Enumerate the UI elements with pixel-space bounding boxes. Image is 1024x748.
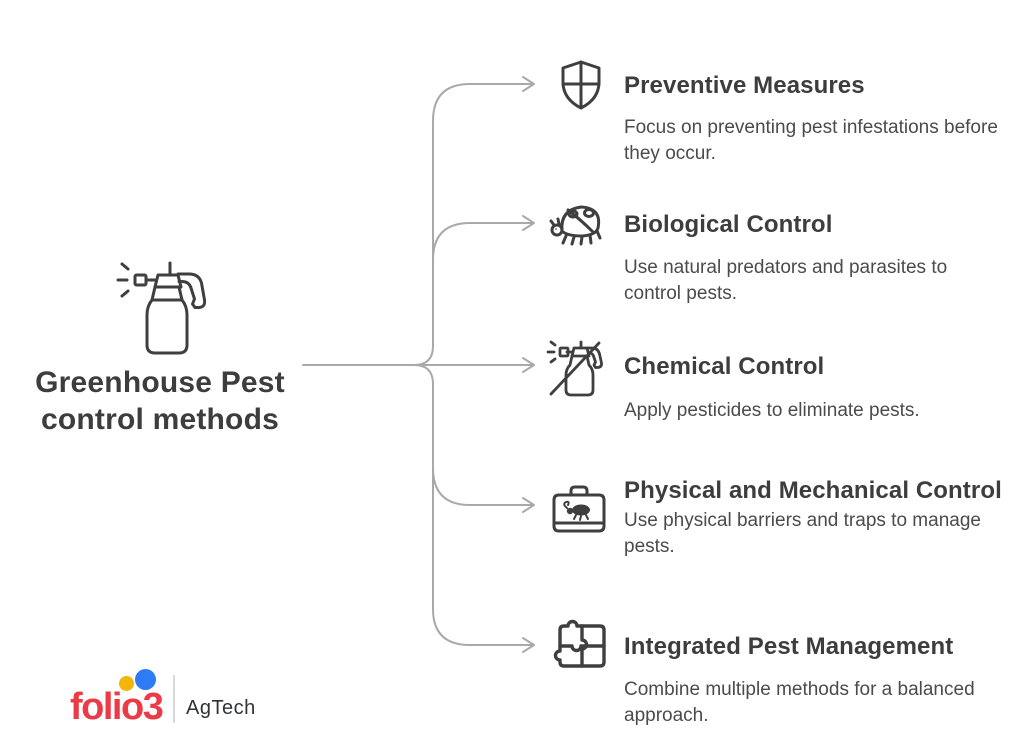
branch-heading: Integrated Pest Management xyxy=(624,633,954,660)
logo-suffix-text: AgTech xyxy=(186,697,256,719)
beetle-icon xyxy=(548,200,610,250)
branch-description: Use natural predators and parasites to c… xyxy=(624,257,948,304)
branch-integrated-pest-management: Integrated Pest Management Combine multi… xyxy=(550,619,1024,729)
arrowhead-chemical xyxy=(522,357,535,373)
branch-preventive-measures: Preventive Measures Focus on preventing … xyxy=(550,60,1024,167)
logo-brand-text: folio3 xyxy=(70,686,164,728)
logo-divider xyxy=(173,675,175,723)
arrowhead-biological xyxy=(522,215,535,231)
connector-branch-physical xyxy=(432,467,534,506)
branch-heading: Chemical Control xyxy=(624,353,825,380)
branch-heading: Physical and Mechanical Control xyxy=(624,477,1002,504)
arrowhead-preventive xyxy=(522,76,535,92)
branch-heading: Biological Control xyxy=(624,211,833,238)
branch-description: Combine multiple methods for a balanced … xyxy=(624,679,975,726)
branch-description: Use physical barriers and traps to manag… xyxy=(624,510,981,557)
branch-heading: Preventive Measures xyxy=(624,72,865,99)
connector-branch-biological xyxy=(432,222,534,261)
puzzle-icon xyxy=(552,618,610,674)
shield-icon xyxy=(558,59,604,111)
arrowhead-physical xyxy=(522,497,535,513)
arrowhead-ipm xyxy=(522,637,535,653)
diagram-title: Greenhouse Pest control methods xyxy=(35,366,285,436)
logo-blue-dot xyxy=(135,669,156,690)
logo-yellow-dot xyxy=(119,676,134,691)
branch-description: Apply pesticides to eliminate pests. xyxy=(624,400,920,421)
connector-trunk-up xyxy=(413,83,534,366)
branch-physical-mechanical-control: Physical and Mechanical Control Use phys… xyxy=(550,476,1024,560)
no-spray-icon xyxy=(546,338,606,398)
branch-description: Focus on preventing pest infestations be… xyxy=(624,117,998,164)
branch-chemical-control: Chemical Control Apply pesticides to eli… xyxy=(546,340,1024,424)
branch-biological-control: Biological Control Use natural predators… xyxy=(549,205,1024,307)
folio3-agtech-logo: folio3 AgTech xyxy=(70,668,290,730)
spray-bottle-icon xyxy=(116,260,208,356)
pest-trap-icon xyxy=(550,483,608,537)
connector-trunk-down xyxy=(413,364,534,646)
